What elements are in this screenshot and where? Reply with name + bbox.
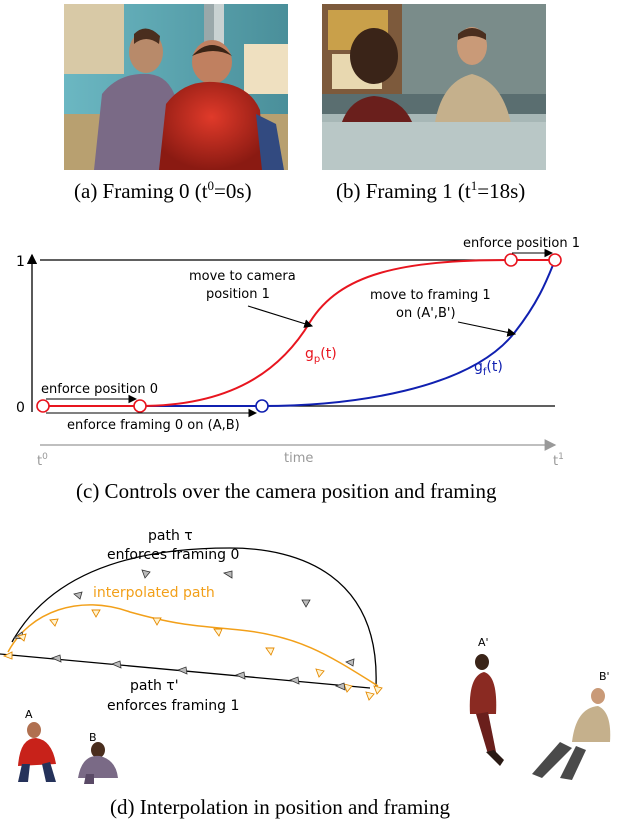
marker-position-reached (504, 253, 518, 267)
character-a-figure (18, 722, 56, 782)
character-a-label: A (25, 708, 33, 721)
gf-main: g (474, 359, 483, 375)
gp-tail: (t) (320, 346, 336, 362)
y-zero-label: 0 (16, 400, 25, 416)
control-curves-diagram: 1 0 enforce position 1 move to camera po… (16, 236, 580, 469)
gf-tail: (t) (486, 359, 502, 375)
move-camera-label-2: position 1 (206, 287, 270, 302)
t0-label: t0 (37, 452, 48, 469)
time-label: time (284, 451, 313, 466)
caption-c: (c) Controls over the camera position an… (76, 479, 497, 503)
camera-glyphs-tau-prime (50, 654, 346, 691)
t1-sup: 1 (558, 452, 564, 462)
caption-b-text: (b) Framing 1 (t (336, 179, 471, 203)
marker-framing-release (255, 399, 269, 413)
t0-sup: 0 (42, 452, 48, 462)
path-tau-prime-label-1: path τ' (130, 678, 179, 694)
y-one-label: 1 (16, 254, 25, 270)
camera-glyphs-interpolated (2, 609, 383, 701)
caption-a-tail: =0s) (214, 179, 252, 203)
gp-sub: p (314, 354, 320, 365)
move-camera-label-1: move to camera (189, 269, 296, 284)
path-tau-label-1: path τ (148, 528, 193, 544)
gp-label: gp(t) (305, 346, 337, 365)
character-a-prime-label: A' (478, 636, 489, 649)
framing-curve (261, 259, 556, 407)
enforce-position-0-label: enforce position 0 (41, 382, 158, 397)
path-tau-label-2: enforces framing 0 (107, 547, 239, 563)
caption-b-tail: =18s) (477, 179, 526, 203)
move-framing-label-1: move to framing 1 (370, 288, 491, 303)
interpolated-path-label: interpolated path (93, 585, 215, 601)
path-tau-prime-label-2: enforces framing 1 (107, 698, 239, 714)
t1-label: t1 (553, 452, 564, 469)
framing-1-image (322, 4, 546, 170)
caption-b: (b) Framing 1 (t1=18s) (336, 178, 525, 204)
caption-a-sup: 0 (207, 178, 215, 193)
t1-main: t (553, 454, 558, 469)
gf-label: gf(t) (474, 359, 503, 378)
enforce-position-1-label: enforce position 1 (463, 236, 580, 251)
enforce-framing-0-label: enforce framing 0 on (A,B) (67, 418, 240, 433)
framing-0-image (64, 4, 288, 170)
gf-sub: f (483, 367, 487, 378)
character-b-label: B (89, 731, 97, 744)
character-b-prime-label: B' (599, 670, 610, 683)
interpolated-path (7, 604, 379, 687)
character-b-prime-figure (532, 688, 611, 780)
marker-end (548, 253, 562, 267)
move-framing-label-2: on (A',B') (396, 306, 456, 321)
caption-a: (a) Framing 0 (t0=0s) (74, 178, 252, 204)
caption-d: (d) Interpolation in position and framin… (110, 795, 451, 819)
marker-start (36, 399, 50, 413)
move-camera-arrow (247, 305, 314, 328)
caption-a-text: (a) Framing 0 (t (74, 179, 208, 203)
character-b-figure (78, 742, 118, 784)
gp-main: g (305, 346, 314, 362)
move-framing-arrow (457, 321, 517, 337)
t0-main: t (37, 454, 42, 469)
marker-position-release (133, 399, 147, 413)
interpolation-diagram: path τ enforces framing 0 interpolated p… (0, 528, 611, 784)
path-tau-arc (11, 547, 377, 687)
character-a-prime-figure (469, 654, 504, 766)
caption-b-sup: 1 (470, 178, 478, 193)
